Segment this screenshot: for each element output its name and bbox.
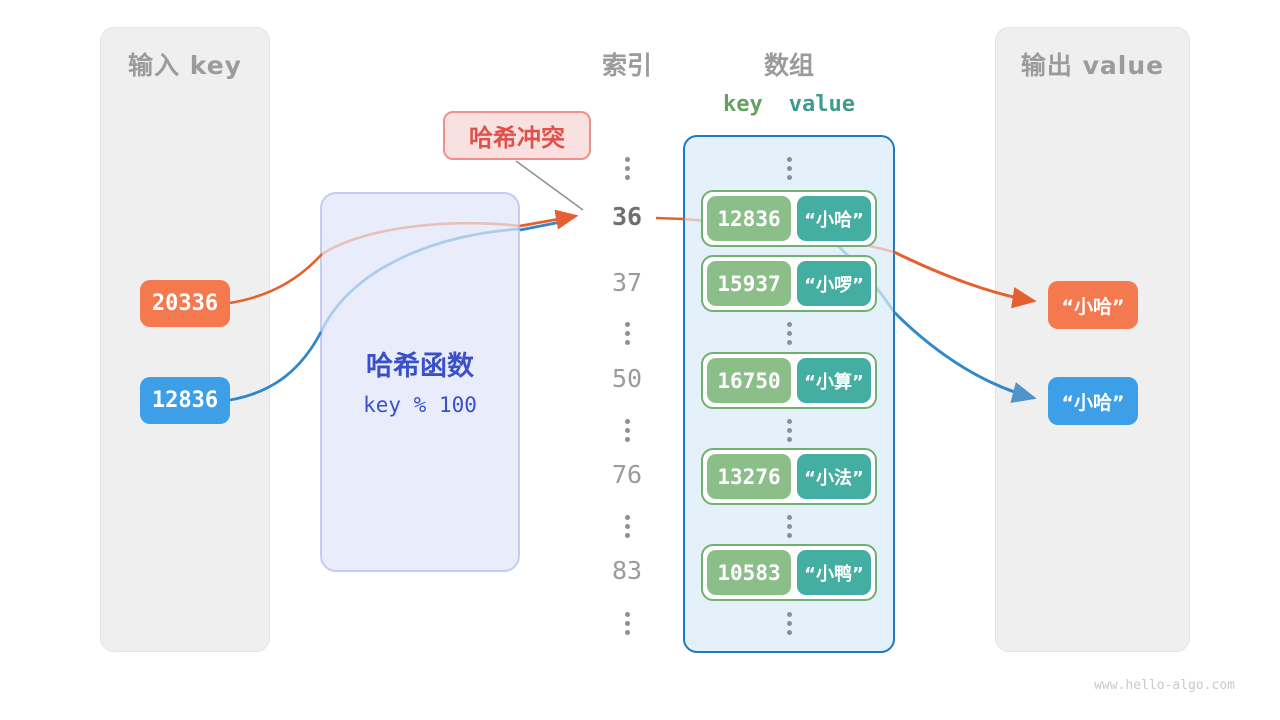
orange-through-array-faded bbox=[683, 217, 895, 254]
orange-curve-in bbox=[229, 253, 323, 305]
blue-to-output-arrow bbox=[892, 310, 1037, 403]
orange-to-index-arrow bbox=[519, 209, 579, 230]
collision-pointer-line bbox=[515, 160, 584, 211]
blue-curve-in-faded bbox=[319, 227, 521, 333]
index-to-array-line bbox=[655, 216, 685, 221]
orange-to-output-arrow bbox=[893, 250, 1037, 309]
blue-curve-in bbox=[229, 331, 323, 402]
